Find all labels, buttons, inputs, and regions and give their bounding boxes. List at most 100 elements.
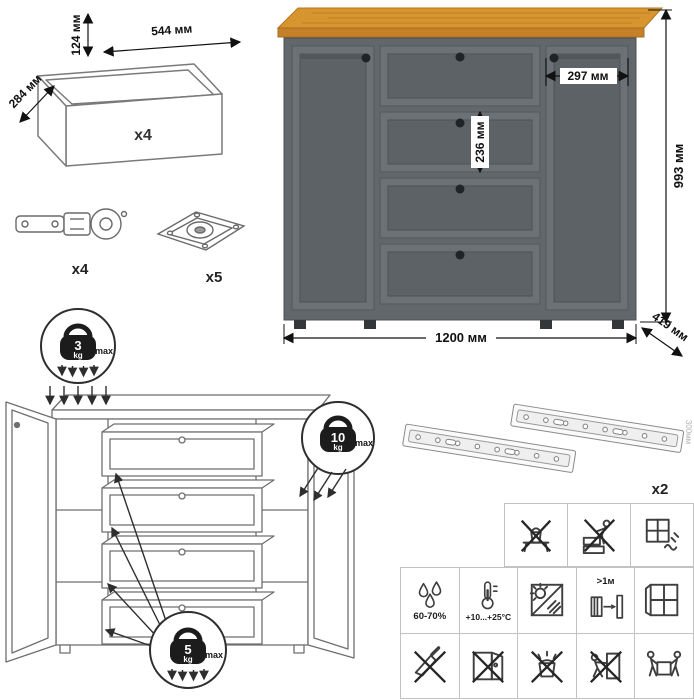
care-icons-grid: 60-70% +10...+25°C (400, 567, 694, 699)
dim-depth (641, 327, 683, 357)
two-person-lift-pictogram (647, 650, 682, 677)
no-sharp-pictogram (413, 645, 446, 683)
slide-rail-1 (402, 423, 577, 473)
drawer-load-value: 5 (184, 642, 191, 657)
heat-distance-icon: >1м (576, 568, 636, 634)
drawer-knob (455, 184, 465, 194)
ventilation-pictogram (645, 584, 679, 617)
mount-plate-count: x5 (206, 269, 223, 286)
slides-count: x2 (652, 481, 669, 498)
left-door-knob (361, 53, 371, 63)
right-door (545, 45, 629, 311)
drawer-front-3 (379, 177, 541, 239)
shelf-load-value: 10 (331, 430, 345, 445)
humidity-range-label: 60-70% (413, 611, 447, 623)
dim-label-bg (471, 116, 489, 168)
top-load-value: 3 (74, 338, 81, 353)
heat-distance-pictogram (590, 595, 623, 620)
no-climbing-pictogram (582, 518, 616, 555)
no-wet-cleaning-icon (518, 633, 577, 699)
damp-cloth-cleaning-icon (631, 504, 694, 567)
no-wet-cleaning-pictogram (530, 650, 564, 683)
drawer-box-height-label: 124 мм (69, 14, 83, 55)
load-limit-top-badge: 3 kg max (40, 308, 116, 384)
open-left-door (5, 401, 57, 663)
feet (294, 320, 624, 329)
drawer-box-diagram: x4 124 мм 544 мм 284 мм (6, 4, 258, 186)
damp-cloth-pictogram (645, 518, 680, 551)
right-door-knob (549, 53, 559, 63)
drawer-load-arrows (104, 472, 167, 648)
height-label: 993 мм (671, 144, 686, 189)
no-dragging-icon (576, 633, 636, 699)
left-door (291, 45, 375, 311)
slide-rail-2 (510, 403, 685, 453)
humidity-icon: 60-70% (401, 568, 460, 634)
door-width-label: 297 мм (567, 69, 608, 83)
mount-plate-icon (156, 211, 246, 251)
no-load-on-doors-icon (459, 633, 519, 699)
hinge-drawing: x4 (15, 208, 128, 278)
depth-label: 419 мм (649, 309, 691, 344)
drawer-front-4 (379, 243, 541, 305)
drawer-box-dim-arrows (19, 12, 242, 123)
two-person-lift-icon (635, 633, 694, 699)
load-limit-drawer-badge: 5 kg max (149, 611, 227, 689)
drawer-load-unit: kg (183, 655, 192, 664)
drawer-box-count: x4 (134, 127, 152, 144)
warning-icons-row (504, 503, 694, 567)
drawer-box-drawing: x4 124 мм 544 мм 284 мм (6, 12, 242, 167)
drawer-slides-diagram: x2 300мм (398, 360, 694, 510)
top-load-max: max (95, 346, 113, 356)
hinge-count: x4 (72, 261, 89, 278)
drawer-front-2 (379, 111, 541, 173)
load-limit-shelf-badge: 10 kg max (301, 401, 375, 475)
load-limit-diagram: 3 kg max (0, 298, 412, 700)
heat-distance-label: >1м (596, 576, 615, 588)
drawer-box-width-label: 544 мм (151, 22, 193, 39)
drawer-load-max: max (205, 650, 223, 660)
top-load-arrows (45, 386, 111, 406)
shelf-load-unit: kg (333, 443, 342, 452)
avoid-sunlight-icon (518, 568, 577, 634)
drawer-front-1 (379, 45, 541, 107)
dim-height-ticks (640, 9, 672, 323)
humidity-pictogram (418, 581, 442, 608)
mount-plate-drawing: x5 (156, 211, 246, 286)
temperature-pictogram (481, 581, 499, 609)
no-standing-on-furniture-icon (505, 504, 568, 567)
drawer-knob (455, 250, 465, 260)
commode-dimension-view: 297 мм 236 мм 993 мм 1200 мм 419 мм (268, 0, 694, 362)
hinge-icon (15, 208, 128, 240)
no-load-doors-pictogram (472, 650, 505, 683)
dim-label-bg (426, 330, 496, 346)
commode-render: 297 мм 236 мм 993 мм 1200 мм 419 мм (276, 7, 691, 357)
avoid-sunlight-pictogram (529, 583, 564, 617)
no-standing-pictogram (520, 519, 552, 553)
drawer-front-height-label: 236 мм (473, 121, 487, 162)
care-grid-row-prohibitions (401, 633, 694, 699)
width-label: 1200 мм (435, 330, 487, 345)
kettlebell-icon (173, 627, 203, 644)
top-load-unit: kg (73, 351, 82, 360)
temperature-icon: +10...+25°C (459, 568, 519, 634)
drawer-box-outline (37, 63, 223, 167)
slides-length-label: 300мм (684, 420, 693, 444)
shelf-load-arrows (299, 467, 347, 502)
no-sharp-objects-icon (401, 633, 460, 699)
no-climbing-drawers-icon (568, 504, 631, 567)
drawer-knob (455, 118, 465, 128)
wireframe-cabinet: 3 kg max (5, 308, 375, 689)
kettlebell-icon (323, 415, 353, 432)
drawer-knob (455, 52, 465, 62)
commode-top (276, 7, 664, 38)
hardware-parts: x4 x5 (12, 192, 267, 302)
care-grid-row-conditions: 60-70% +10...+25°C (401, 568, 694, 634)
drawer-slides-drawing: x2 300мм (402, 403, 693, 498)
kettlebell-icon (63, 323, 93, 340)
no-dragging-pictogram (589, 650, 622, 683)
dim-label-bg (560, 68, 617, 84)
ventilation-icon (635, 568, 694, 634)
temperature-range-label: +10...+25°C (465, 611, 512, 622)
